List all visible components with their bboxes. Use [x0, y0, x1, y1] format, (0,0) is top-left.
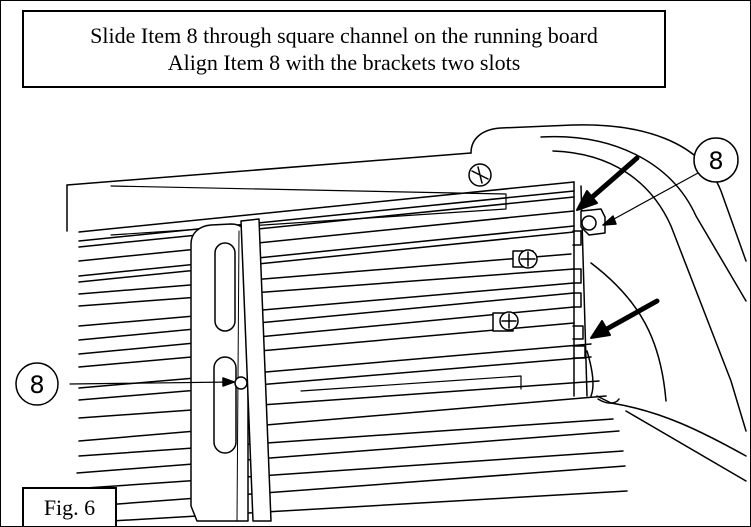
instruction-caption: Slide Item 8 through square channel on t…: [22, 10, 666, 88]
callout-leaders: [69, 172, 699, 387]
callout-left: 8: [15, 362, 59, 406]
figure-label: Fig. 6: [43, 495, 96, 520]
callout-top-right-label: 8: [708, 147, 723, 175]
caption-line-2: Align Item 8 with the brackets two slots: [167, 50, 521, 75]
square-channel: [70, 181, 628, 522]
mounting-bracket: [190, 218, 272, 522]
caption-line-1: Slide Item 8 through square channel on t…: [90, 23, 598, 48]
callout-top-right: 8: [693, 137, 739, 183]
arrow-icon: [576, 155, 660, 339]
figure-label-box: Fig. 6: [22, 487, 117, 526]
screw-icon: [468, 163, 538, 332]
board-outline: [66, 124, 747, 482]
bolt-icon: [234, 208, 606, 390]
callout-left-label: 8: [29, 371, 44, 399]
